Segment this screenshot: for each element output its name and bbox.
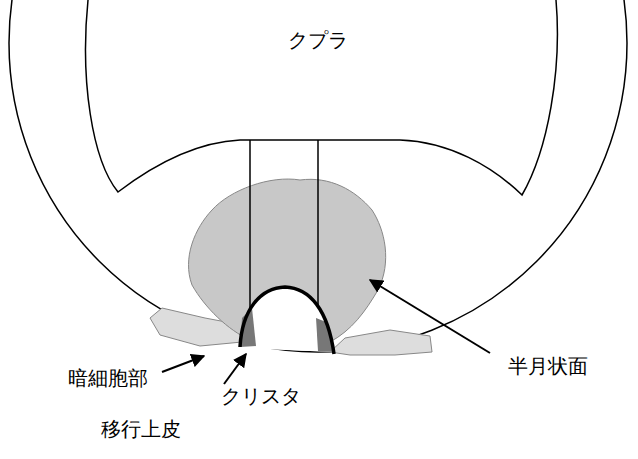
part-label: 暗細胞部 (68, 366, 148, 390)
dark-cell-area (330, 330, 432, 355)
cupula-outline (86, 0, 558, 195)
cupula-line (317, 140, 319, 320)
part-label: クプラ (288, 28, 348, 52)
ampulla-wall (9, 0, 627, 352)
crista-surface (240, 287, 334, 354)
crista-body (238, 287, 334, 352)
part-label: クリスタ (221, 384, 301, 408)
cupula-line (249, 140, 251, 315)
leader-arrow (370, 280, 490, 353)
part-label: 移行上皮 (101, 417, 181, 441)
leader-arrow (224, 354, 246, 384)
part-label: 半月状面 (508, 354, 588, 378)
leader-arrow (162, 356, 204, 372)
